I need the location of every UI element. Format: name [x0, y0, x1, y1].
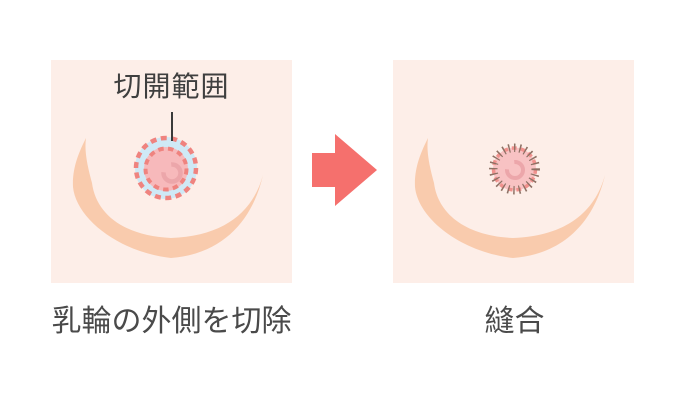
- panel-suture-step: [393, 60, 634, 283]
- outer-incision-dashed-circle: [133, 135, 199, 201]
- suture-stitch-ticks: [489, 143, 540, 195]
- nipple: [161, 162, 183, 184]
- breast-incision-illustration: [72, 112, 263, 258]
- breast-sutured-illustration: [414, 138, 605, 258]
- nipple: [505, 160, 525, 180]
- inner-incision-dashed-circle: [143, 146, 189, 192]
- underbreast-crease: [414, 138, 605, 258]
- caption-incision-step: 乳輪の外側を切除: [51, 304, 292, 339]
- areola-sutured-fill: [493, 147, 536, 191]
- underbreast-crease: [72, 138, 263, 258]
- caption-suture-step: 縫合: [484, 304, 545, 339]
- panel-incision-step: 切開範囲: [51, 60, 292, 283]
- incision-range-label: 切開範囲: [113, 70, 230, 103]
- arrow-right-icon: [312, 134, 377, 206]
